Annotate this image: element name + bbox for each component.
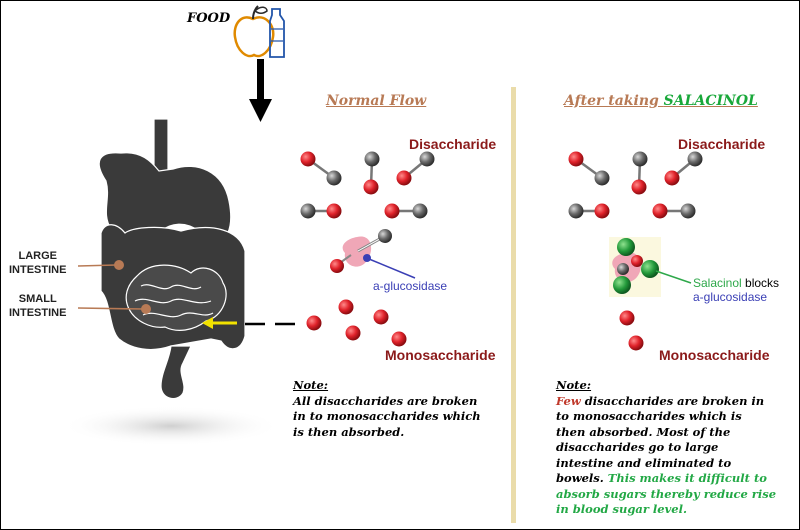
normal-note: Note: All disaccharides are broken in to… — [293, 378, 503, 440]
disaccharide-molecule — [652, 203, 696, 219]
linked-sugar-ball — [568, 203, 584, 219]
glucose-ball — [300, 151, 316, 167]
monosaccharide-ball — [345, 325, 361, 341]
small-intestine-pointer — [77, 304, 151, 314]
glucose-ball — [396, 170, 412, 186]
disaccharide-molecule — [664, 151, 703, 186]
normal-note-title: Note: — [293, 378, 329, 392]
normal-note-text: All disaccharides are broken in to monos… — [293, 393, 481, 439]
large-intestine-text: LARGE INTESTINE — [9, 250, 67, 276]
water-bottle-icon — [269, 8, 285, 58]
normal-disaccharide-label: Disaccharide — [409, 136, 497, 152]
linked-sugar-ball — [300, 203, 316, 219]
glucose-ball — [652, 203, 668, 219]
after-note-green: This makes it difficult to absorb sugars… — [556, 471, 777, 516]
absorption-arrow — [202, 317, 303, 329]
apple-icon — [233, 5, 275, 58]
monosaccharide-ball — [338, 299, 354, 315]
glucose-ball — [594, 203, 610, 219]
linked-sugar-ball — [419, 151, 435, 167]
small-intestine-label: SMALL INTESTINE — [9, 292, 66, 320]
linked-sugar-ball — [687, 151, 703, 167]
linked-sugar-ball — [680, 203, 696, 219]
salacinol-blocks-label: Salacinol blocks a-glucosidase — [693, 276, 779, 304]
normal-disaccharide-molecules — [300, 151, 435, 219]
salacinol-word: Salacinol — [693, 276, 742, 290]
disaccharide-molecule — [568, 151, 610, 186]
after-monosaccharide-molecules — [619, 310, 644, 351]
glucose-ball — [568, 151, 584, 167]
after-salacinol-title: After taking SALACINOL — [564, 93, 758, 109]
normal-enzyme-molecule — [330, 229, 416, 279]
large-intestine-pointer — [77, 260, 124, 270]
disaccharide-molecule — [384, 203, 428, 219]
linked-sugar-ball — [326, 170, 342, 186]
linked-sugar-ball — [364, 151, 380, 167]
normal-monosaccharide-label: Monosaccharide — [385, 347, 496, 363]
digestive-system-icon — [61, 118, 281, 446]
large-intestine-label: LARGE INTESTINE — [9, 249, 66, 277]
disaccharide-molecule — [300, 203, 342, 219]
glucose-ball — [326, 203, 342, 219]
after-note-few: Few — [556, 393, 581, 408]
disaccharide-molecule — [568, 203, 610, 219]
monosaccharide-ball — [619, 310, 635, 326]
linked-sugar-ball — [412, 203, 428, 219]
after-note-title: Note: — [556, 378, 592, 392]
after-monosaccharide-label: Monosaccharide — [659, 347, 770, 363]
food-label: FOOD — [187, 11, 231, 26]
glucose-ball — [664, 170, 680, 186]
normal-monosaccharide-molecules — [306, 299, 407, 347]
disaccharide-molecule — [396, 151, 435, 186]
after-title-prefix: After taking — [564, 93, 664, 109]
after-note: Note: Few disaccharides are broken in to… — [556, 378, 796, 518]
monosaccharide-ball — [306, 315, 322, 331]
glucose-ball — [631, 179, 647, 195]
disaccharide-molecule — [631, 151, 648, 195]
monosaccharide-ball — [373, 309, 389, 325]
section-divider — [511, 87, 516, 523]
normal-enzyme-label: a-glucosidase — [373, 279, 448, 293]
disaccharide-molecule — [300, 151, 342, 186]
blocked-enzyme-molecule — [609, 237, 692, 297]
after-note-body: Few disaccharides are broken in to monos… — [556, 394, 796, 518]
after-disaccharide-molecules — [568, 151, 703, 219]
after-title-drug: SALACINOL — [663, 93, 758, 109]
disaccharide-molecule — [363, 151, 380, 195]
blocks-word: blocks — [741, 276, 780, 290]
after-enzyme-label: a-glucosidase — [693, 290, 768, 304]
normal-flow-title: Normal Flow — [326, 93, 427, 109]
after-disaccharide-label: Disaccharide — [678, 136, 766, 152]
monosaccharide-ball — [391, 331, 407, 347]
linked-sugar-ball — [594, 170, 610, 186]
monosaccharide-ball — [628, 335, 644, 351]
food-down-arrow — [249, 59, 272, 122]
linked-sugar-ball — [632, 151, 648, 167]
small-intestine-text: SMALL INTESTINE — [9, 293, 67, 319]
glucose-ball — [363, 179, 379, 195]
glucose-ball — [384, 203, 400, 219]
after-note-text: disaccharides are broken in to monosacch… — [556, 393, 765, 486]
